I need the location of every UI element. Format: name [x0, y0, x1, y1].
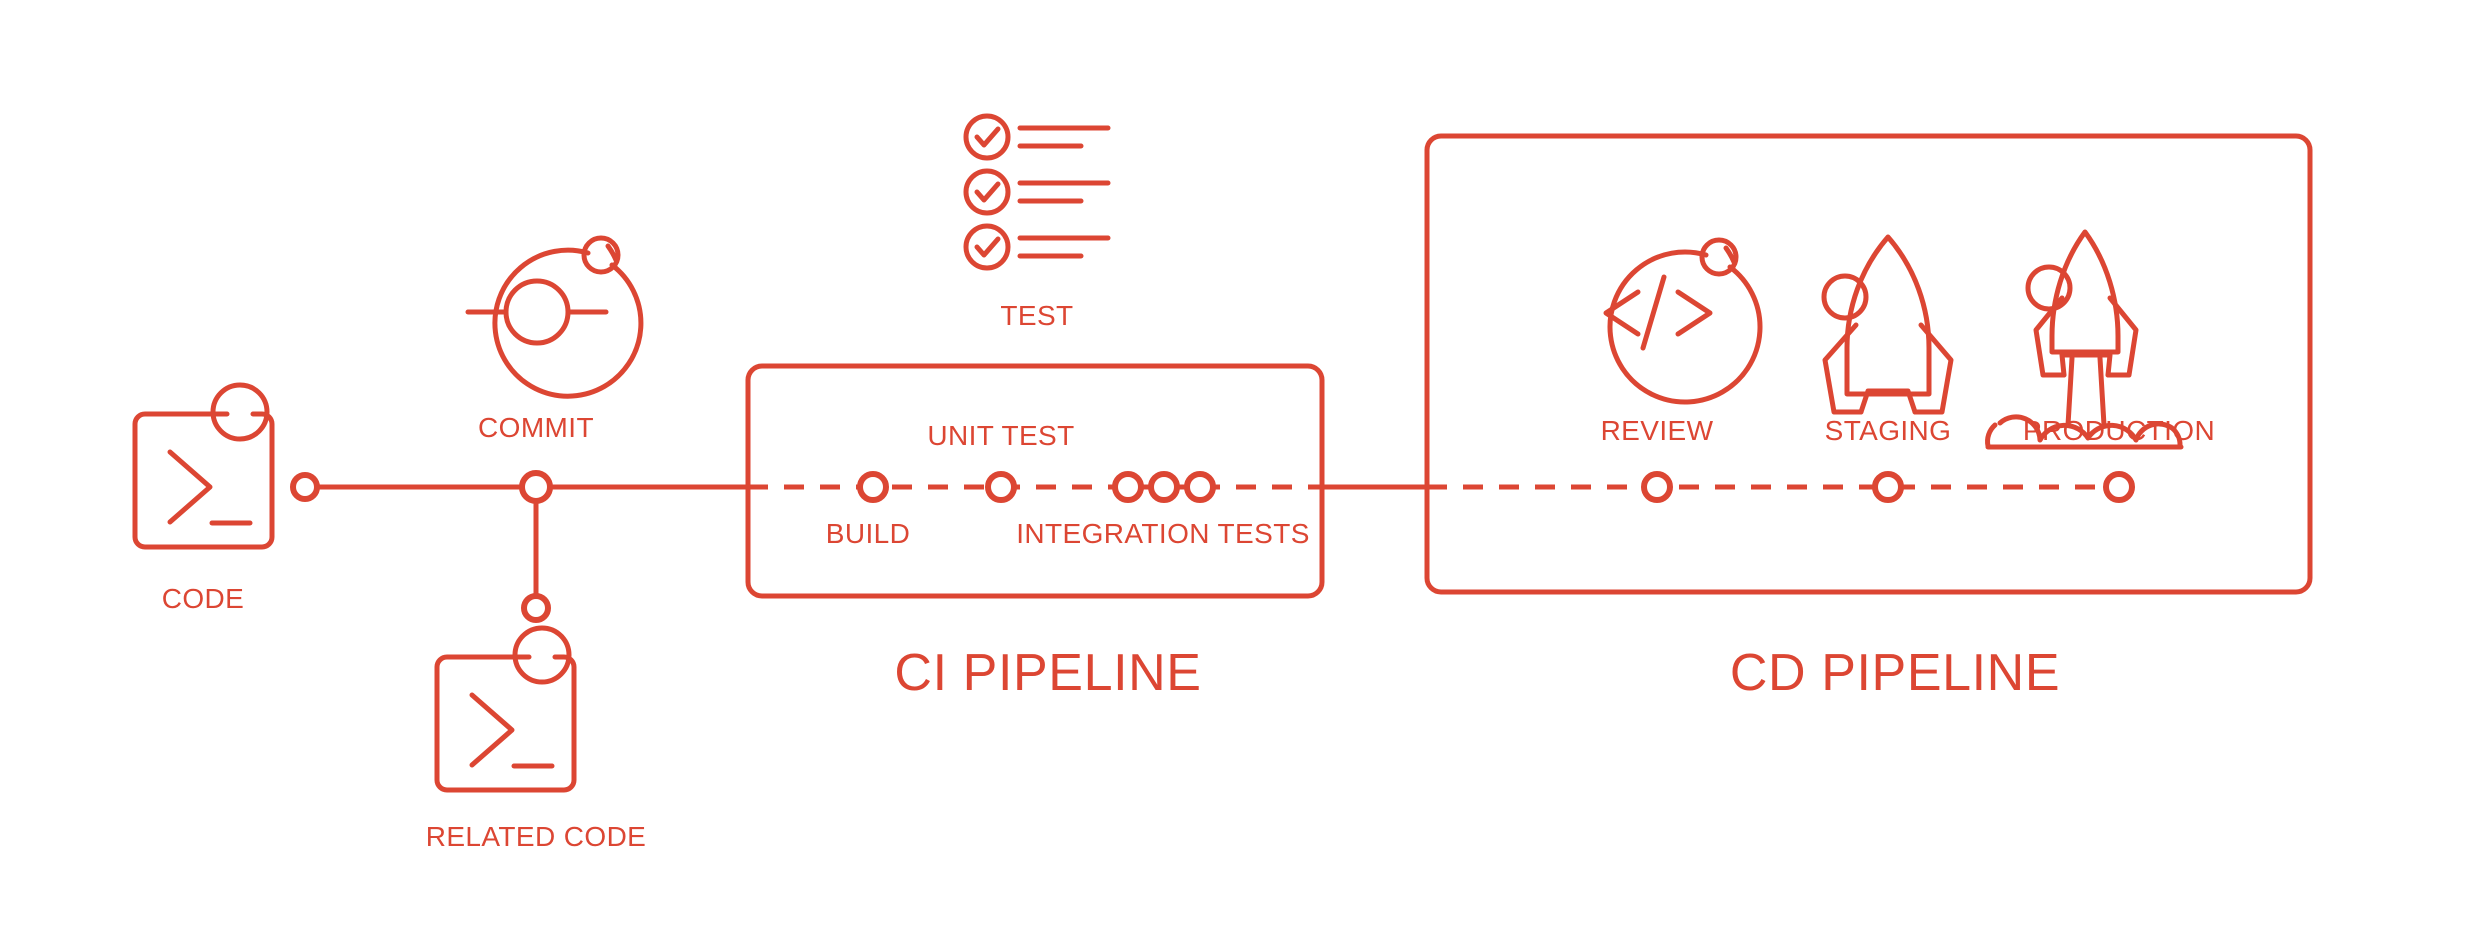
label-build: BUILD — [826, 518, 910, 549]
code-circle-icon — [1603, 237, 1763, 405]
flow-node-staging[interactable] — [1872, 471, 1904, 503]
title-ci-pipeline: CI PIPELINE — [894, 644, 1201, 702]
flow-node-review[interactable] — [1641, 471, 1673, 503]
label-test: TEST — [1000, 300, 1073, 331]
cd-pipeline-box — [1424, 133, 2313, 595]
label-unit-test: UNIT TEST — [927, 420, 1074, 451]
label-integration-tests: INTEGRATION TESTS — [1016, 518, 1310, 549]
ci-pipeline-box — [745, 363, 1325, 599]
flow-node-unit-test[interactable] — [985, 471, 1017, 503]
label-commit: COMMIT — [478, 412, 594, 443]
terminal-icon — [434, 625, 577, 793]
flow-node-commit[interactable] — [519, 470, 553, 504]
label-related-code: RELATED CODE — [426, 821, 647, 852]
label-review: REVIEW — [1601, 415, 1714, 446]
flow-node-integration-test-3[interactable] — [1184, 471, 1216, 503]
checklist-icon — [963, 113, 1111, 271]
flow-node-production[interactable] — [2103, 471, 2135, 503]
label-production: PRODUCTION — [2023, 415, 2215, 446]
flow-node-integration-test-1[interactable] — [1112, 471, 1144, 503]
rocket-standing-icon — [1821, 234, 1954, 415]
commit-orbit-icon — [465, 235, 644, 399]
title-cd-pipeline: CD PIPELINE — [1730, 644, 2060, 702]
flow-node-integration-test-2[interactable] — [1148, 471, 1180, 503]
flow-node-build[interactable] — [857, 471, 889, 503]
flow-node-related-code[interactable] — [521, 593, 551, 623]
rocket-launching-icon — [1985, 229, 2184, 450]
terminal-icon — [132, 382, 275, 550]
label-code: CODE — [162, 583, 245, 614]
label-staging: STAGING — [1825, 415, 1952, 446]
flow-node-code[interactable] — [290, 472, 320, 502]
